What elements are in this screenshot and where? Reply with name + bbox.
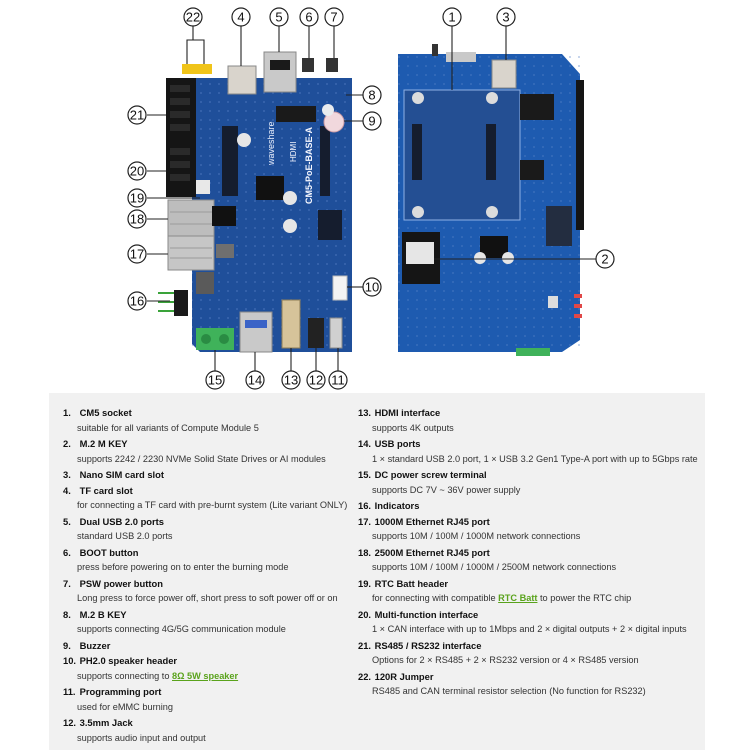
legend-item: 1. CM5 socket suitable for all variants … xyxy=(63,407,259,433)
svg-text:13: 13 xyxy=(284,373,298,388)
svg-text:21: 21 xyxy=(130,108,144,123)
svg-text:19: 19 xyxy=(130,191,144,206)
callout-1: 1 xyxy=(442,7,462,27)
back-board xyxy=(398,44,584,356)
svg-text:8: 8 xyxy=(368,88,375,103)
bottom-usb-ports xyxy=(239,311,273,353)
svg-text:15: 15 xyxy=(208,373,222,388)
speaker-link[interactable]: 8Ω 5W speaker xyxy=(172,670,239,681)
legend-item: 21. RS485 / RS232 interface Options for … xyxy=(358,639,639,666)
legend-item: 5. Dual USB 2.0 ports standard USB 2.0 p… xyxy=(63,515,173,542)
jumper-120r xyxy=(182,64,212,74)
legend-item: 16. Indicators xyxy=(358,500,420,511)
legend-item: 2. M.2 M KEY supports 2242 / 2230 NVMe S… xyxy=(63,438,326,464)
board-diagram: waveshare CM5-PoE-BASE-A HDMI xyxy=(127,7,615,390)
legend-item: 4. TF card slot for connecting a TF card… xyxy=(63,484,348,511)
svg-text:9: 9 xyxy=(368,114,375,129)
legend-item: 22. 120R Jumper RS485 and CAN terminal r… xyxy=(358,670,646,697)
boot-button xyxy=(302,58,314,72)
legend-item: 19. RTC Batt header for connecting with … xyxy=(358,577,632,604)
legend-item: 14. USB ports 1 × standard USB 2.0 port,… xyxy=(358,438,698,464)
legend-item: 7. PSW power button Long press to force … xyxy=(63,577,338,604)
svg-text:6: 6 xyxy=(305,10,312,25)
callout-5: 5 xyxy=(269,7,289,27)
legend-item: 13. HDMI interface supports 4K outputs xyxy=(358,407,454,433)
indicator-leds xyxy=(158,290,188,316)
svg-text:18: 18 xyxy=(130,212,144,227)
callout-9: 9 xyxy=(362,111,382,131)
callout-19: 19 xyxy=(127,188,147,208)
callout-18: 18 xyxy=(127,209,147,229)
callout-6: 6 xyxy=(299,7,319,27)
svg-text:16: 16 xyxy=(130,294,144,309)
callout-7: 7 xyxy=(324,7,344,27)
legend-item: 12. 3.5mm Jack supports audio input and … xyxy=(63,717,206,743)
legend-item: 11. Programming port used for eMMC burni… xyxy=(63,686,174,712)
svg-text:2: 2 xyxy=(601,252,608,267)
board-model-text: CM5-PoE-BASE-A xyxy=(304,126,314,204)
legend-item: 18. 2500M Ethernet RJ45 port supports 10… xyxy=(358,546,617,573)
svg-text:7: 7 xyxy=(330,10,337,25)
programming-port xyxy=(329,317,343,349)
leader-lines xyxy=(147,26,596,371)
callout-10: 10 xyxy=(362,277,382,297)
svg-text:3: 3 xyxy=(502,10,509,25)
legend-column-right: 13. HDMI interface supports 4K outputs 1… xyxy=(358,405,698,700)
callout-2: 2 xyxy=(595,249,615,269)
callout-11: 11 xyxy=(328,370,348,390)
svg-text:5: 5 xyxy=(275,10,282,25)
callout-16: 16 xyxy=(127,291,147,311)
callout-21: 21 xyxy=(127,105,147,125)
svg-text:20: 20 xyxy=(130,164,144,179)
svg-text:11: 11 xyxy=(331,373,345,388)
board-hdmi-text: HDMI xyxy=(289,142,298,162)
dual-usb-port xyxy=(263,51,297,93)
audio-jack xyxy=(308,318,324,348)
svg-text:17: 17 xyxy=(130,247,144,262)
callout-3: 3 xyxy=(496,7,516,27)
psw-button xyxy=(326,58,338,72)
legend-column-left: 1. CM5 socket suitable for all variants … xyxy=(63,405,363,746)
legend-item: 6. BOOT button press before powering on … xyxy=(63,546,289,573)
callout-8: 8 xyxy=(362,85,382,105)
svg-text:12: 12 xyxy=(309,373,323,388)
svg-text:14: 14 xyxy=(248,373,262,388)
callout-15: 15 xyxy=(205,370,225,390)
callout-4: 4 xyxy=(231,7,251,27)
legend-item: 3. Nano SIM card slot xyxy=(63,469,164,480)
board-brand-text: waveshare xyxy=(266,121,276,166)
callout-22: 22 xyxy=(183,7,203,27)
svg-text:4: 4 xyxy=(237,10,244,25)
cm5-socket-area xyxy=(403,89,521,221)
callout-17: 17 xyxy=(127,244,147,264)
tf-card-slot xyxy=(227,65,257,95)
dc-power-terminal xyxy=(196,328,234,350)
svg-text:10: 10 xyxy=(365,280,379,295)
nano-sim-slot xyxy=(491,59,517,89)
legend-item: 9. Buzzer xyxy=(63,639,111,651)
legend-item: 17. 1000M Ethernet RJ45 port supports 10… xyxy=(358,515,581,542)
rj45-port-2500m xyxy=(167,199,215,241)
legend-item: 8. M.2 B KEY supports connecting 4G/5G c… xyxy=(63,608,286,635)
hdmi-port xyxy=(281,299,301,349)
front-board: waveshare CM5-PoE-BASE-A HDMI xyxy=(158,51,352,353)
rtc-batt-link[interactable]: RTC Batt xyxy=(498,593,538,603)
callout-12: 12 xyxy=(306,370,326,390)
callout-20: 20 xyxy=(127,161,147,181)
legend-item: 20. Multi-function interface 1 × CAN int… xyxy=(358,608,687,635)
speaker-header xyxy=(332,275,348,301)
svg-text:1: 1 xyxy=(448,10,455,25)
legend-panel: 1. CM5 socket suitable for all variants … xyxy=(49,393,705,750)
svg-text:22: 22 xyxy=(186,10,200,25)
legend-item: 15. DC power screw terminal supports DC … xyxy=(358,469,521,495)
buzzer xyxy=(323,111,345,133)
callout-13: 13 xyxy=(281,370,301,390)
callout-14: 14 xyxy=(245,370,265,390)
legend-item: 10. PH2.0 speaker header supports connec… xyxy=(63,655,239,681)
rj45-port-1000m xyxy=(167,235,215,271)
